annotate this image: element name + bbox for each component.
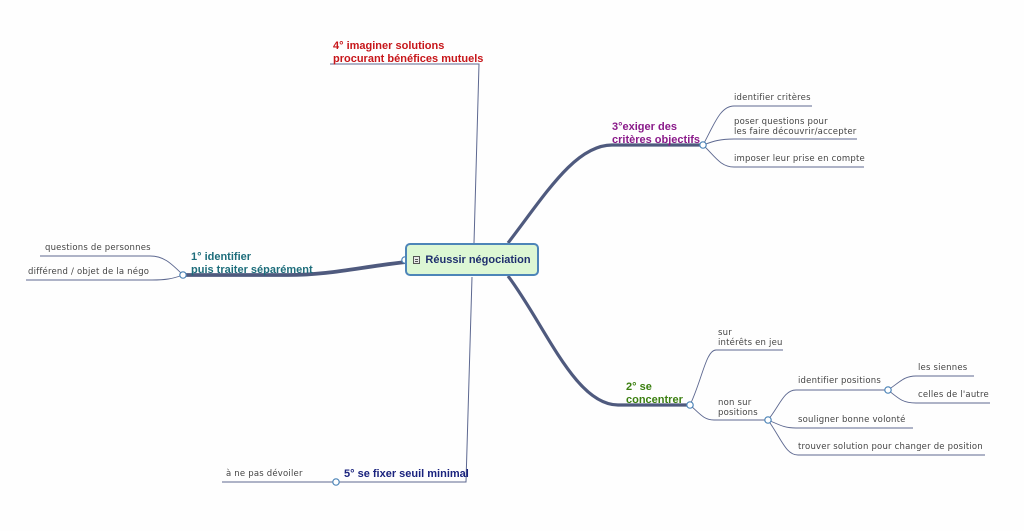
branch-2-line1: 2° se bbox=[626, 381, 652, 393]
link-b3-c3 bbox=[702, 144, 864, 168]
collapse-handle-identifier[interactable] bbox=[884, 386, 892, 394]
branch-3-line2: critères objectifs bbox=[612, 133, 701, 146]
link-nonsur-identifier bbox=[767, 389, 888, 421]
b3-child-2-line2: les faire découvrir/accepter bbox=[734, 126, 857, 137]
collapse-handle-nonsur[interactable] bbox=[764, 416, 772, 424]
identifier-positions-label: identifier positions bbox=[798, 376, 881, 386]
b2-child-sur[interactable]: sur intérêts en jeu bbox=[718, 328, 783, 349]
link-b3-c1 bbox=[702, 105, 812, 146]
link-center-b2 bbox=[506, 275, 690, 407]
b2-sur-line1: sur bbox=[718, 328, 732, 338]
b3-child-1-label: identifier critères bbox=[734, 93, 811, 103]
link-center-b5 bbox=[336, 276, 473, 483]
collapse-handle-b3[interactable] bbox=[699, 141, 707, 149]
branch-1-line2: puis traiter séparément bbox=[191, 263, 313, 276]
b5-child-1-label: à ne pas dévoiler bbox=[226, 469, 303, 479]
link-center-b3 bbox=[506, 143, 700, 244]
branch-4-line1: 4° imaginer solutions bbox=[333, 40, 445, 52]
identifier-child-autre[interactable]: celles de l'autre bbox=[918, 390, 989, 401]
b1-child-differend[interactable]: différend / objet de la négo bbox=[28, 267, 150, 278]
branch-1-node[interactable]: 1° identifier puis traiter séparément bbox=[191, 251, 313, 276]
link-b3-c2 bbox=[702, 138, 857, 146]
branch-4-line2: procurant bénéfices mutuels bbox=[333, 52, 484, 65]
nonsur-child-identifier-positions[interactable]: identifier positions bbox=[798, 376, 881, 387]
identifier-child-siennes[interactable]: les siennes bbox=[918, 363, 968, 374]
siennes-label: les siennes bbox=[918, 363, 968, 373]
link-nonsur-trouver bbox=[767, 419, 985, 456]
b2-sur-line2: intérêts en jeu bbox=[718, 337, 783, 348]
central-node[interactable]: Réussir négociation bbox=[405, 243, 539, 276]
branch-3-node[interactable]: 3°exiger des critères objectifs bbox=[612, 121, 700, 146]
document-icon bbox=[413, 255, 421, 264]
collapse-handle-b2[interactable] bbox=[686, 401, 694, 409]
branch-1-line1: 1° identifier bbox=[191, 251, 252, 263]
branch-3-line1: 3°exiger des bbox=[612, 121, 677, 133]
trouver-label: trouver solution pour changer de positio… bbox=[798, 442, 983, 452]
b1-child-2-label: différend / objet de la négo bbox=[28, 267, 150, 277]
branch-5-label: 5° se fixer seuil minimal bbox=[344, 468, 469, 480]
souligner-label: souligner bonne volonté bbox=[798, 415, 906, 425]
branch-2-node[interactable]: 2° se concentrer bbox=[626, 381, 683, 406]
link-identifier-siennes bbox=[887, 375, 974, 391]
b3-child-3-label: imposer leur prise en compte bbox=[734, 154, 865, 164]
b3-child-identifier-criteres[interactable]: identifier critères bbox=[734, 93, 811, 104]
b3-child-imposer[interactable]: imposer leur prise en compte bbox=[734, 154, 865, 165]
link-b2-sur bbox=[689, 349, 783, 406]
collapse-handle-b1[interactable] bbox=[179, 271, 187, 279]
b2-nonsur-line1: non sur bbox=[718, 398, 752, 408]
b5-child-ne-pas-devoiler[interactable]: à ne pas dévoiler bbox=[226, 469, 303, 480]
autre-label: celles de l'autre bbox=[918, 390, 989, 400]
b2-child-non-sur[interactable]: non sur positions bbox=[718, 398, 758, 419]
link-center-b1 bbox=[183, 260, 407, 277]
b1-child-questions-personnes[interactable]: questions de personnes bbox=[45, 243, 151, 254]
link-identifier-autre bbox=[887, 389, 990, 404]
collapse-handle-b5[interactable] bbox=[332, 478, 340, 486]
branch-4-node[interactable]: 4° imaginer solutions procurant bénéfice… bbox=[333, 40, 483, 65]
b3-child-poser-questions[interactable]: poser questions pour les faire découvrir… bbox=[734, 117, 857, 138]
link-b2-nonsur bbox=[689, 404, 768, 421]
link-center-b4 bbox=[330, 63, 480, 244]
central-node-label: Réussir négociation bbox=[425, 253, 531, 266]
branch-2-line2: concentrer bbox=[626, 393, 683, 406]
nonsur-child-trouver[interactable]: trouver solution pour changer de positio… bbox=[798, 442, 983, 453]
b3-child-2-line1: poser questions pour bbox=[734, 117, 828, 127]
b1-child-1-label: questions de personnes bbox=[45, 243, 151, 253]
nonsur-child-souligner[interactable]: souligner bonne volonté bbox=[798, 415, 906, 426]
link-b1-c1 bbox=[40, 255, 184, 276]
b2-nonsur-line2: positions bbox=[718, 407, 758, 418]
branch-5-node[interactable]: 5° se fixer seuil minimal bbox=[344, 468, 469, 481]
